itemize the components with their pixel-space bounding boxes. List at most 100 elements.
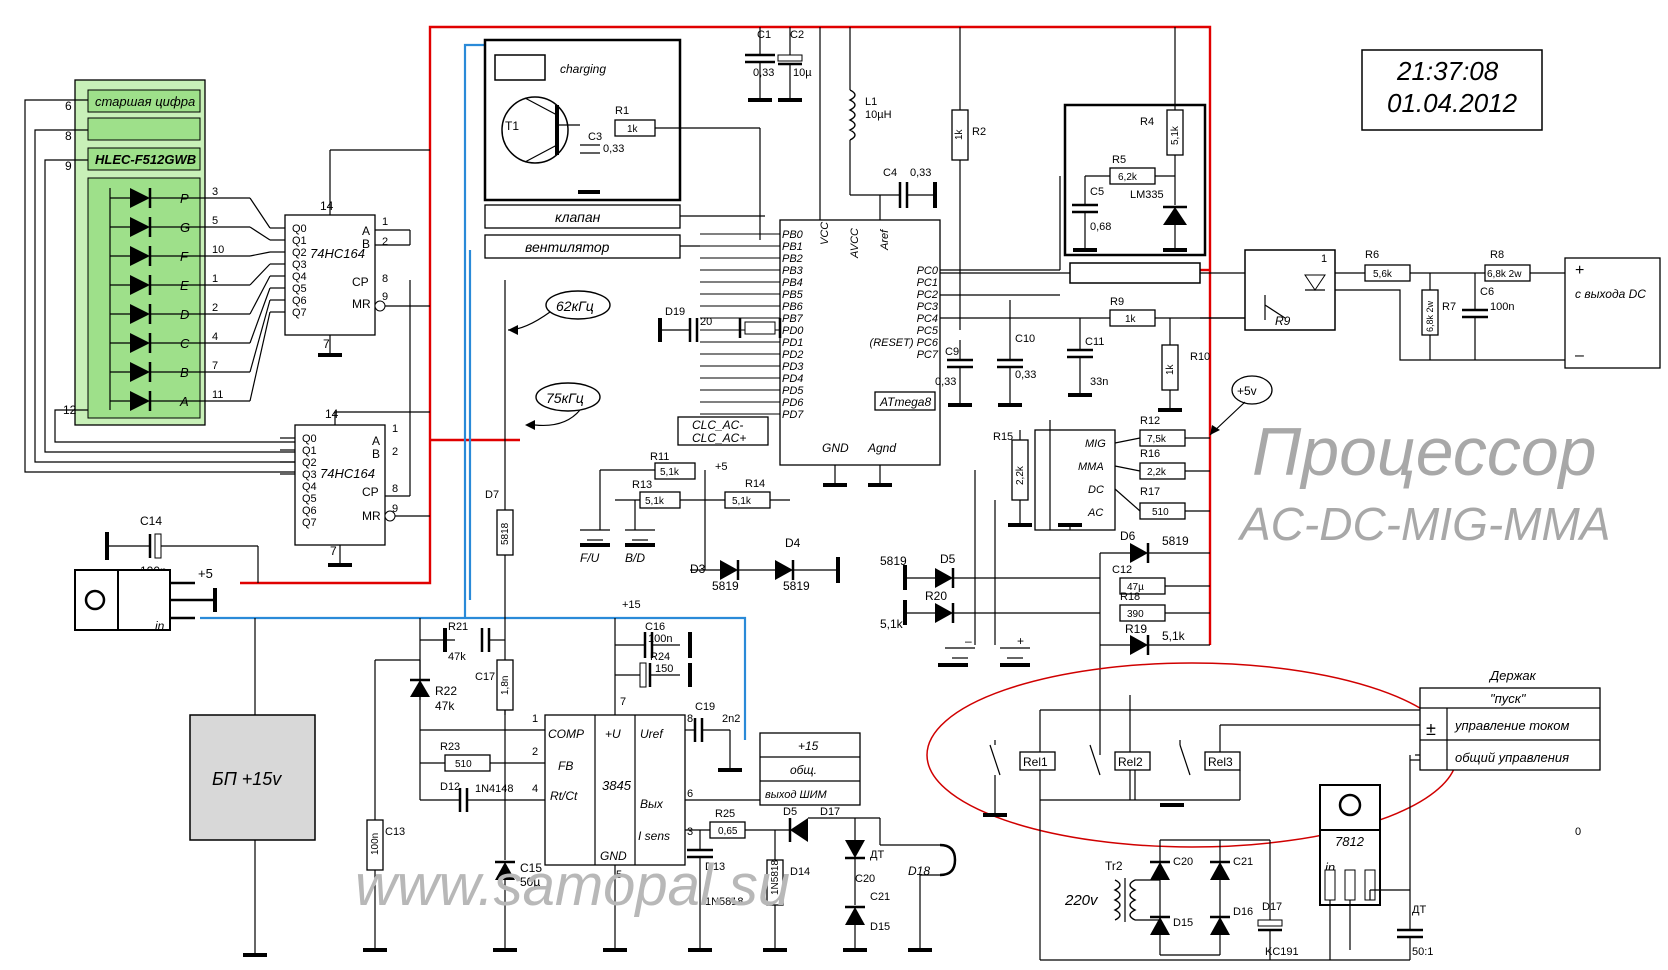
sr1-cp: CP: [352, 275, 369, 289]
tr2-ref: Tr2: [1105, 859, 1123, 873]
clock-time: 21:37:08: [1396, 56, 1499, 86]
shift-register-1: 74HC164 14 7 A B CP MR 1 2 8 9: [284, 149, 430, 357]
sr2-part: 74HC164: [320, 466, 375, 481]
sr2-pin-b: 2: [392, 446, 398, 458]
mcu-pin-left: PD1: [782, 337, 803, 349]
mcu-pin-right: PC2: [917, 289, 938, 301]
sr1-pin-vcc: 14: [320, 199, 334, 213]
d17-val: D15: [870, 921, 890, 933]
sr1-output: Q5: [292, 283, 307, 295]
sr2-pin-cp: 8: [392, 483, 398, 495]
mcu-pin-left: PB3: [782, 265, 804, 277]
r16-ref: R16: [1140, 448, 1160, 460]
valve-label: клапан: [555, 209, 601, 225]
mcu-aref: Aref: [879, 229, 891, 251]
sr2-b: B: [372, 447, 380, 461]
pwm-out: Вых: [640, 797, 664, 811]
sr2-output: Q2: [302, 457, 317, 469]
r23-ref: C13: [385, 826, 405, 838]
clock: 21:37:08 01.04.2012: [1361, 49, 1543, 131]
c15-val: 150: [655, 663, 673, 675]
left-supply: C14 100n +5 in БП +15v: [74, 514, 316, 957]
d1-val: 5819: [712, 579, 739, 593]
r12-val: 7,5k: [1147, 434, 1167, 445]
watermarks: Процессор AC-DC-MIG-MMA www.samopal.su: [355, 414, 1611, 918]
r22-ref: R23: [440, 741, 460, 753]
r4-val: 5,1k: [1170, 125, 1181, 145]
relay-3: Rel3: [1208, 755, 1233, 769]
plus5v-label: +5v: [1237, 384, 1257, 398]
btn-plus: +: [1017, 634, 1024, 648]
pwm-pin7: 7: [620, 696, 626, 708]
sr1-pin-gnd: 7: [323, 337, 330, 351]
pwm-pin1: 1: [532, 713, 538, 725]
r15-ref: R15: [993, 431, 1013, 443]
r14-val: 5,1k: [732, 496, 752, 507]
mode-selector: +5v 7,5k R12 2,2k R16 510 R17 MIG MMA DC…: [993, 375, 1273, 531]
dc-minus: –: [1575, 347, 1584, 364]
r10-ref: R10: [1190, 351, 1210, 363]
sr1-pin-mr: 9: [382, 291, 388, 303]
mcu-pin-right: PC0: [917, 265, 939, 277]
charging-block: charging T1 C3 0,33 1k R1 клапан вентиля…: [483, 38, 765, 259]
sr2-cp: CP: [362, 485, 379, 499]
d5-val: 5,1k: [880, 617, 904, 631]
mcu-pin-left: PB0: [782, 229, 804, 241]
watermark-subtitle: AC-DC-MIG-MMA: [1237, 498, 1611, 550]
sr1-output: Q0: [292, 223, 307, 235]
c5-val: 0,68: [1090, 221, 1111, 233]
sr2-output: Q7: [302, 517, 317, 529]
r20-ref: R18: [1120, 591, 1140, 603]
c17-ref: D12: [440, 781, 460, 793]
relay-zone: Держак "пуск" управление током общий упр…: [926, 662, 1601, 848]
c4-val: 0,33: [910, 167, 931, 179]
r9-ref: R9: [1110, 296, 1124, 308]
mcu-pin-left: PD0: [782, 325, 804, 337]
mode-ac: AC: [1087, 507, 1103, 519]
tr2-volt: 220v: [1064, 892, 1099, 909]
d12-ref: C15: [520, 861, 542, 875]
r7-val: 6,8k 2w: [1425, 300, 1435, 332]
r21-ref: C17: [475, 671, 495, 683]
d3-ref: D5: [940, 552, 956, 566]
c16-val: 2n2: [722, 713, 740, 725]
r18-val: 5818: [500, 522, 511, 545]
pwm-gnd: GND: [600, 849, 627, 863]
mcu-vcc: VCC: [819, 222, 831, 245]
pwm-rtct: Rt/Ct: [550, 789, 578, 803]
r16-val: 2,2k: [1147, 467, 1167, 478]
holder-common: общий управления: [1455, 750, 1569, 765]
r14-ref: R14: [745, 478, 765, 490]
c16-ref: C19: [695, 701, 715, 713]
r1-val: 1k: [627, 124, 639, 135]
sr2-output: Q5: [302, 493, 317, 505]
opto-pin1: 1: [1321, 253, 1327, 265]
sr1-part: 74HC164: [310, 246, 365, 261]
holder-title: Держак: [1488, 668, 1537, 683]
c3-val: 0,33: [603, 143, 624, 155]
mcu-pin-right: PC3: [917, 301, 939, 313]
c21-ref: ДТ: [1412, 904, 1426, 916]
sr2-output: Q6: [302, 505, 317, 517]
segment-label: E: [180, 278, 189, 293]
holder-pm: ±: [1426, 719, 1436, 739]
segment-label: F: [180, 249, 189, 264]
mcu-pin-left: PD2: [782, 349, 803, 361]
r5-ref: R5: [1112, 154, 1126, 166]
pwm-controller: COMP FB Rt/Ct +U GND Uref Вых I sens 384…: [363, 280, 957, 952]
sr2-mr: MR: [362, 509, 381, 523]
sr2-output: Q1: [302, 445, 317, 457]
d18-ref: D15: [1173, 917, 1193, 929]
sr1-mr: MR: [352, 297, 371, 311]
r8-ref: R8: [1490, 249, 1504, 261]
mcu-agnd: Agnd: [867, 441, 896, 455]
pwm-pin4: 4: [532, 783, 538, 795]
mode-dc: DC: [1088, 484, 1104, 496]
mcu-pin-right: PC5: [917, 325, 939, 337]
c11-val: 33n: [1090, 376, 1108, 388]
d2-val: 5819: [783, 579, 810, 593]
reg-in-label: in: [1325, 860, 1335, 875]
pwm-plus15: +15: [622, 599, 641, 611]
mcu-pin-left: PB4: [782, 277, 803, 289]
